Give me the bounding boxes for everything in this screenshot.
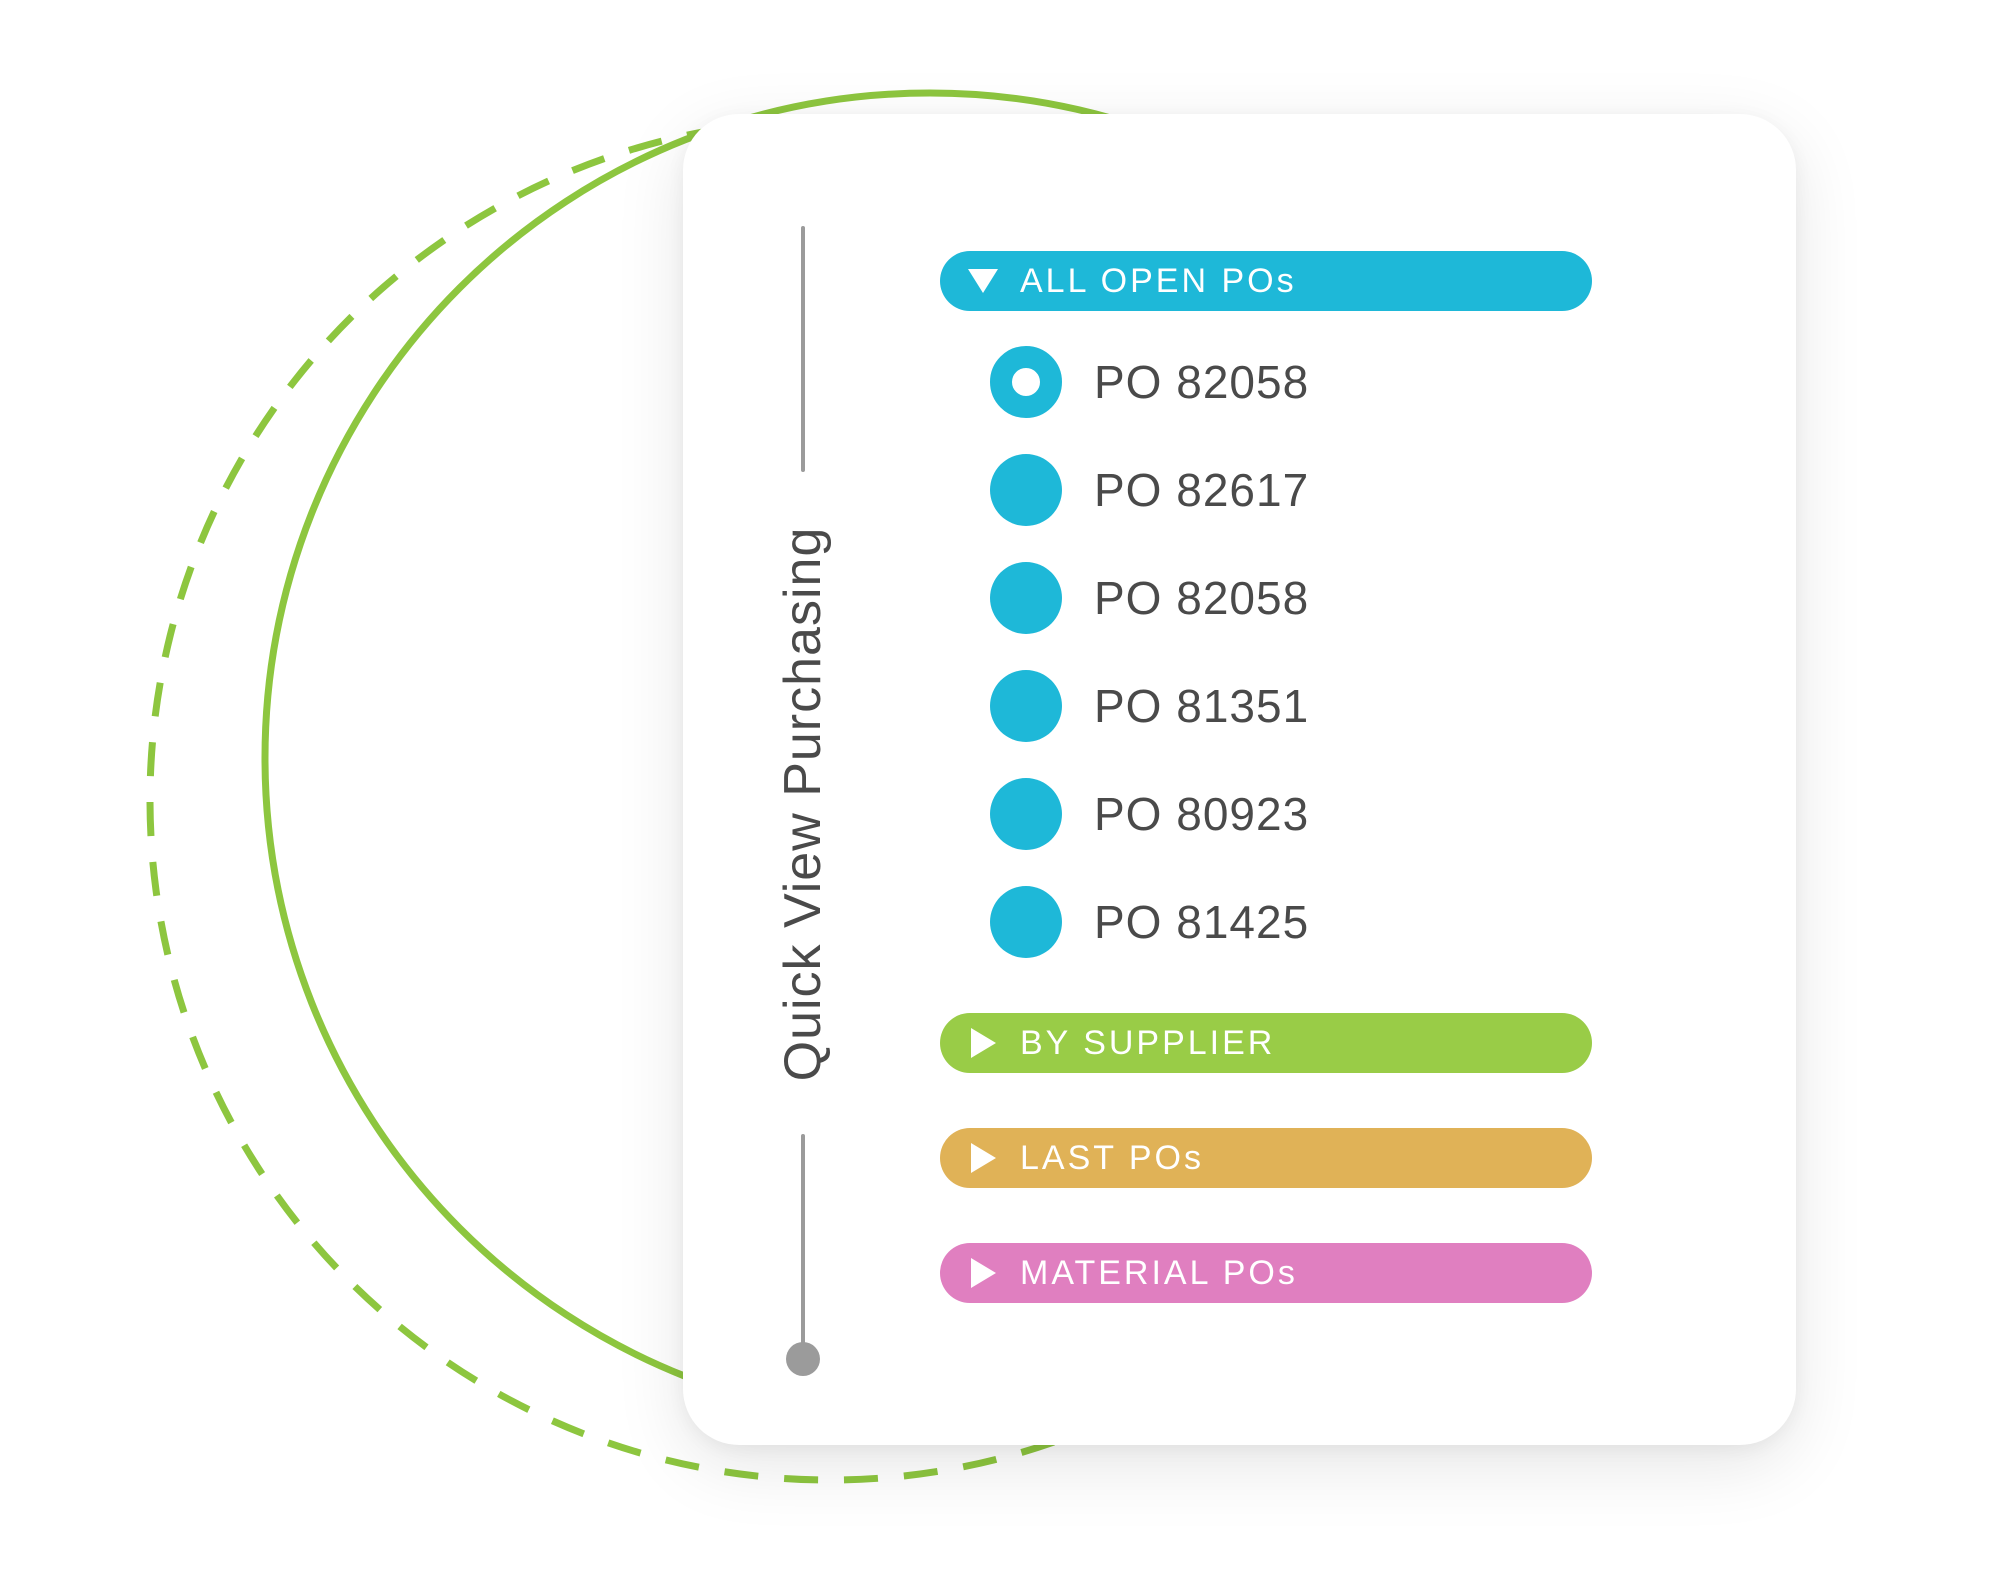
radio-icon[interactable] [990,886,1062,958]
radio-icon[interactable] [990,670,1062,742]
section-last-pos[interactable]: LAST POs [940,1128,1592,1188]
radio-icon[interactable] [990,454,1062,526]
po-item[interactable]: PO 80923 [990,778,1309,850]
po-item[interactable]: PO 82058 [990,562,1309,634]
po-label: PO 81425 [1094,896,1310,948]
section-label: LAST POs [1020,1138,1204,1177]
side-rail-top [801,226,805,472]
radio-selected-icon[interactable] [990,346,1062,418]
po-item[interactable]: PO 81425 [990,886,1309,958]
radio-icon[interactable] [990,778,1062,850]
caret-right-icon [971,1143,996,1173]
side-rail-dot [786,1342,820,1376]
caret-right-icon [971,1258,996,1288]
po-item[interactable]: PO 82617 [990,454,1309,526]
po-item[interactable]: PO 82058 [990,346,1309,418]
section-all-open-pos[interactable]: ALL OPEN POs [940,251,1592,311]
po-label: PO 82617 [1094,464,1310,516]
po-label: PO 82058 [1094,356,1310,408]
section-label: BY SUPPLIER [1020,1023,1276,1062]
quick-view-card: Quick View Purchasing ALL OPEN POs PO 82… [683,114,1796,1445]
side-rail-bottom [801,1134,805,1354]
radio-icon[interactable] [990,562,1062,634]
panel-title: Quick View Purchasing [774,526,832,1082]
section-material-pos[interactable]: MATERIAL POs [940,1243,1592,1303]
section-label: MATERIAL POs [1020,1253,1298,1292]
caret-down-icon [968,269,998,293]
po-label: PO 81351 [1094,680,1310,732]
section-label: ALL OPEN POs [1020,261,1297,300]
po-item[interactable]: PO 81351 [990,670,1309,742]
section-by-supplier[interactable]: BY SUPPLIER [940,1013,1592,1073]
po-label: PO 80923 [1094,788,1310,840]
caret-right-icon [971,1028,996,1058]
po-label: PO 82058 [1094,572,1310,624]
